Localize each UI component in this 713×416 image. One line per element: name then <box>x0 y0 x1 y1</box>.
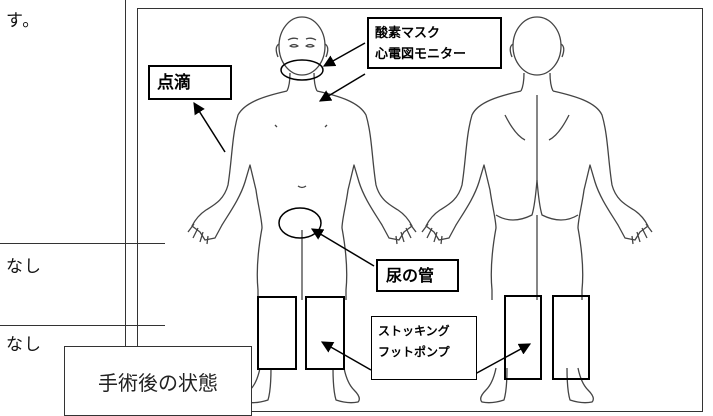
front-body-figure <box>187 16 417 404</box>
label-oxygen-ecg: 酸素マスク 心電図モニター <box>367 17 502 69</box>
stocking-arrow-back <box>474 343 532 375</box>
label-stockings: ストッキング <box>378 324 450 338</box>
label-foot-pump: フットポンプ <box>378 345 450 359</box>
label-iv-drip-text: 点滴 <box>157 73 191 93</box>
row-divider <box>0 243 165 244</box>
mask-ellipse <box>280 59 324 81</box>
back-body-figure <box>421 16 653 404</box>
iv-arrow <box>193 101 226 153</box>
stocking-front-left <box>305 296 345 370</box>
row1-text: す。 <box>6 11 41 31</box>
label-stockings-pump: ストッキング フットポンプ <box>371 316 477 380</box>
stocking-arrow-front <box>320 341 372 371</box>
stocking-back-left <box>504 295 542 380</box>
mask-arrow <box>322 42 366 67</box>
catheter-ellipse <box>278 207 322 239</box>
label-ecg-monitor: 心電図モニター <box>375 47 467 62</box>
table-divider <box>125 0 126 416</box>
catheter-arrow <box>310 228 375 267</box>
stocking-front-right <box>257 296 297 370</box>
row-divider <box>0 325 165 326</box>
label-urinary-catheter: 尿の管 <box>376 259 459 292</box>
row3-text: なし <box>6 335 42 355</box>
row2-text: なし <box>6 257 42 277</box>
label-iv-drip: 点滴 <box>148 65 232 100</box>
figure-caption: 手術後の状態 <box>64 346 252 416</box>
stocking-back-right <box>552 295 590 380</box>
figure-frame <box>137 8 703 412</box>
ecg-arrow <box>318 73 366 102</box>
label-urinary-catheter-text: 尿の管 <box>386 266 435 285</box>
label-oxygen-mask: 酸素マスク <box>375 26 441 41</box>
